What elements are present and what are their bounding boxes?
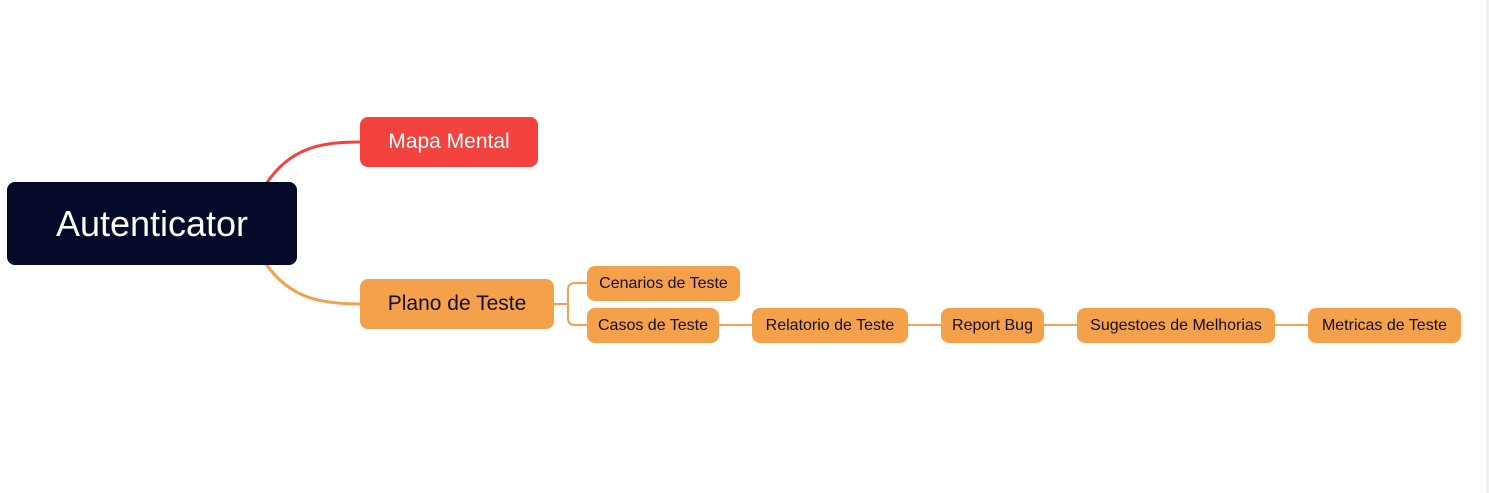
sub-node-casos-de-teste[interactable]: Casos de Teste — [587, 308, 719, 343]
sub-node-metricas-de-teste[interactable]: Metricas de Teste — [1308, 308, 1461, 343]
vertical-scrollbar[interactable] — [1486, 0, 1489, 493]
link-plano-to-casos — [567, 304, 588, 326]
link-plano-to-cenarios — [553, 282, 588, 305]
sub-node-cenarios-de-teste[interactable]: Cenarios de Teste — [587, 266, 740, 301]
root-node[interactable]: Autenticator — [7, 182, 297, 265]
sub-node-relatorio-de-teste[interactable]: Relatorio de Teste — [752, 308, 908, 343]
sub-node-report-bug[interactable]: Report Bug — [941, 308, 1044, 343]
sub-node-sugestoes-de-melhorias[interactable]: Sugestoes de Melhorias — [1077, 308, 1275, 343]
link-root-to-mapa-mental — [264, 140, 361, 185]
branch-node-plano-de-teste[interactable]: Plano de Teste — [360, 279, 554, 329]
branch-node-mapa-mental[interactable]: Mapa Mental — [360, 117, 538, 167]
link-root-to-plano-de-teste — [264, 263, 361, 306]
